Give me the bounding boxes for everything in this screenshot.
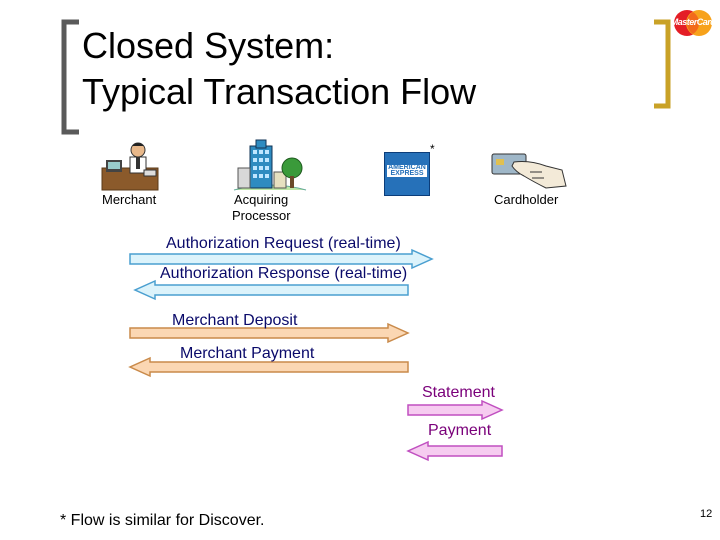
acquiring-label-line-1: Acquiring [234,192,289,207]
merchant-label: Merchant [102,192,157,207]
american-express-logo: AMERICAN EXPRESS [384,152,430,196]
footnote: * Flow is similar for Discover. [60,512,265,529]
page-number: 12 [700,508,713,520]
right-title-bracket [654,19,671,109]
acquiring-processor-icon [233,139,307,191]
acquiring-label-line-2: Processor [232,208,291,223]
payment-label: Payment [428,422,492,439]
merchant-icon [101,142,159,191]
slide-title-line-1: Closed System: [82,25,335,66]
slide-title-line-2: Typical Transaction Flow [82,71,477,112]
mastercard-logo-text: MasterCard [670,17,716,27]
merchant-payment-label: Merchant Payment [180,345,315,362]
cardholder-label: Cardholder [494,192,559,207]
cardholder-hand-card-icon [491,153,567,189]
statement-label: Statement [422,384,495,401]
mastercard-logo: MasterCard [670,8,716,38]
amex-logo-text-1: AMERICAN [388,164,426,171]
authorization-response-label: Authorization Response (real-time) [160,265,408,282]
acquiring-processor-label: Acquiring Processor [232,192,291,224]
authorization-request-label: Authorization Request (real-time) [166,235,401,252]
merchant-deposit-label: Merchant Deposit [172,312,298,329]
amex-asterisk: * [430,142,435,156]
amex-logo-text-2: EXPRESS [390,170,424,177]
